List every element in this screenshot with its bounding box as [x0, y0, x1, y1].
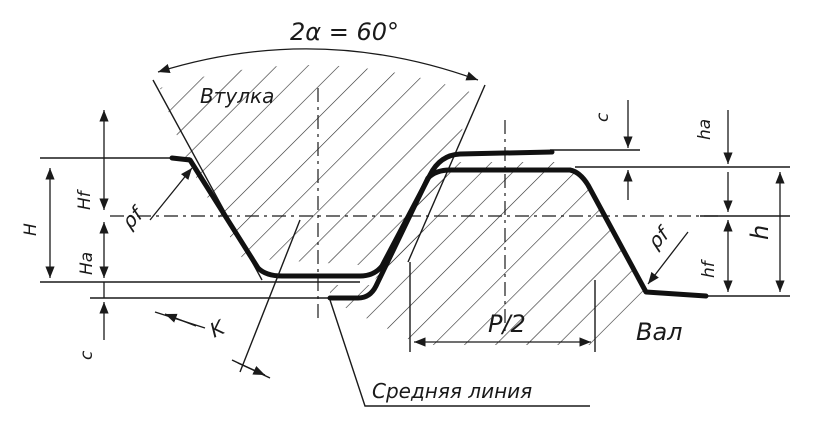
bushing-profile: [169, 149, 555, 279]
pitch-dimension: [409, 262, 596, 352]
angle-label: 2α = 60°: [290, 18, 399, 46]
mean-line-leader: [329, 299, 590, 407]
left-dimensions: [45, 110, 109, 340]
flank-extension-right: [407, 84, 486, 263]
hf-cap-label: Hf: [75, 188, 95, 210]
hf-label: hf: [699, 258, 719, 278]
pitch-label: P/2: [488, 310, 526, 338]
ha-cap-label: Ha: [77, 252, 97, 275]
shaft-label: Вал: [636, 318, 683, 346]
rho-f-right-label: ρf: [643, 221, 676, 254]
shaft-hatched-area: [330, 162, 660, 345]
bushing-label: Втулка: [200, 84, 274, 108]
ha-label: ha: [695, 119, 715, 140]
bushing-hatched-area: [160, 64, 470, 269]
shaft-profile: [327, 167, 709, 301]
k-label: K: [206, 314, 230, 342]
rho-leader-right: [647, 231, 689, 285]
h-label: h: [746, 225, 774, 240]
right-dimensions: [623, 100, 785, 292]
angle-arc: [157, 48, 479, 81]
rho-leader-left: [149, 167, 193, 221]
rho-f-left-label: ρf: [117, 201, 150, 234]
k-dimension: [154, 219, 301, 379]
h-cap-label: H: [21, 223, 41, 236]
c-bottom-label: c: [77, 350, 97, 360]
c-top-label: c: [593, 112, 613, 122]
mean-line-label: Средняя линия: [372, 379, 532, 403]
